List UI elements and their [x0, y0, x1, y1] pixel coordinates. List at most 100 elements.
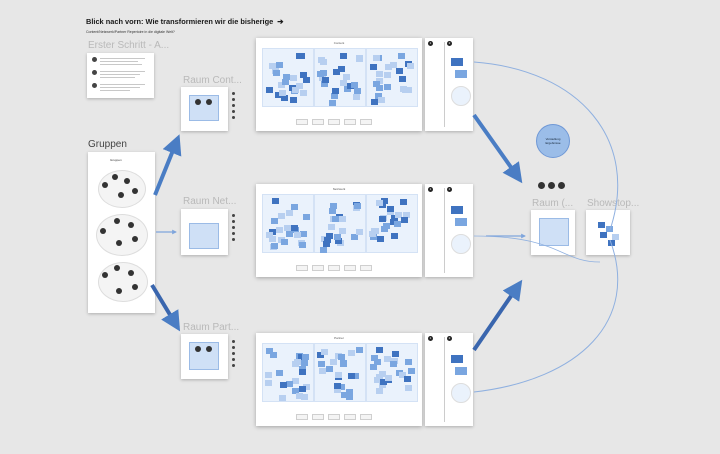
frame-erster-schritt[interactable] [87, 53, 154, 98]
sticky-note[interactable] [340, 53, 347, 59]
toolbar-button[interactable] [360, 414, 372, 420]
sticky-note[interactable] [351, 82, 358, 88]
sticky-note[interactable] [338, 384, 345, 390]
sticky-note[interactable] [398, 53, 405, 59]
sticky-note[interactable] [377, 236, 384, 242]
sticky-note[interactable] [280, 382, 287, 388]
sticky-note[interactable] [387, 206, 394, 212]
sticky-note[interactable] [354, 88, 361, 94]
sticky-note[interactable] [379, 382, 386, 388]
sticky-note[interactable] [292, 87, 299, 93]
sticky-note[interactable] [303, 214, 310, 220]
sticky-note[interactable] [381, 226, 388, 232]
sticky-note[interactable] [381, 198, 388, 204]
sticky-note[interactable] [376, 347, 383, 353]
sticky-note[interactable] [369, 231, 376, 237]
sticky-note[interactable] [281, 95, 288, 101]
toolbar-button[interactable] [360, 265, 372, 271]
sticky-note[interactable] [370, 234, 377, 240]
sticky-note[interactable] [284, 225, 291, 231]
sticky-note[interactable] [335, 372, 342, 378]
sticky-note[interactable] [356, 55, 363, 61]
sticky-note[interactable] [405, 87, 412, 93]
toolbar-button[interactable] [360, 119, 372, 125]
sticky-note[interactable] [371, 355, 378, 361]
sticky-note[interactable] [391, 233, 398, 239]
sticky-note[interactable] [455, 70, 467, 78]
sticky-note[interactable] [374, 359, 381, 365]
sticky-note[interactable] [323, 241, 330, 247]
sticky-note[interactable] [334, 383, 341, 389]
sticky-note[interactable] [321, 349, 328, 355]
sticky-note[interactable] [399, 76, 406, 82]
board-content[interactable]: Content [256, 38, 422, 131]
sticky-note[interactable] [270, 352, 277, 358]
frame-label-gruppen[interactable]: Gruppen [88, 139, 127, 150]
sticky-note[interactable] [340, 80, 347, 86]
sticky-note[interactable] [328, 224, 335, 230]
sticky-note[interactable] [269, 236, 276, 242]
toolbar-button[interactable] [328, 119, 340, 125]
sticky-note[interactable] [356, 229, 363, 235]
sticky-note[interactable] [331, 93, 338, 99]
toolbar-button[interactable] [296, 119, 308, 125]
sticky-note[interactable] [451, 58, 463, 66]
sticky-note[interactable] [606, 226, 613, 232]
group-circle-1[interactable] [98, 170, 146, 208]
toolbar-button[interactable] [328, 265, 340, 271]
sticky-note[interactable] [303, 384, 310, 390]
sticky-note[interactable] [300, 90, 307, 96]
result-badge[interactable]: Vorstellung Ergebnisse [536, 124, 570, 158]
sticky-note[interactable] [334, 234, 341, 240]
sticky-note[interactable] [290, 97, 297, 103]
sticky-note[interactable] [404, 376, 411, 382]
sticky-note[interactable] [383, 223, 390, 229]
sticky-note[interactable] [392, 351, 399, 357]
sticky-note[interactable] [266, 232, 273, 238]
toolbar-button[interactable] [344, 265, 356, 271]
sticky-note[interactable] [354, 203, 361, 209]
sticky-note[interactable] [273, 70, 280, 76]
sticky-note[interactable] [321, 81, 328, 87]
frame-label-raum-right[interactable]: Raum (... [532, 198, 574, 209]
frame-label-raum-partner[interactable]: Raum Part... [183, 322, 240, 333]
sticky-note[interactable] [266, 87, 273, 93]
sticky-note[interactable] [600, 232, 607, 238]
sticky-note[interactable] [330, 359, 337, 365]
sticky-note[interactable] [333, 69, 340, 75]
frame-label-raum-content[interactable]: Raum Cont... [183, 75, 242, 86]
sticky-note[interactable] [395, 212, 402, 218]
sticky-note[interactable] [332, 88, 339, 94]
sticky-note[interactable] [612, 234, 619, 240]
sticky-note[interactable] [399, 372, 406, 378]
board-partner[interactable]: Partner [256, 333, 422, 426]
sticky-note[interactable] [376, 71, 383, 77]
sticky-note[interactable] [320, 59, 327, 65]
sticky-note[interactable] [344, 86, 351, 92]
sticky-note[interactable] [373, 81, 380, 87]
sticky-note[interactable] [276, 62, 283, 68]
sticky-note[interactable] [401, 217, 408, 223]
sticky-note[interactable] [326, 366, 333, 372]
sticky-note[interactable] [278, 213, 285, 219]
sticky-note[interactable] [379, 216, 386, 222]
sticky-note[interactable] [384, 72, 391, 78]
sticky-note[interactable] [376, 85, 383, 91]
frame-label-raum-netzwerk[interactable]: Raum Net... [183, 196, 237, 207]
sticky-note[interactable] [279, 90, 286, 96]
sticky-note[interactable] [375, 93, 382, 99]
sticky-note[interactable] [371, 99, 378, 105]
sticky-note[interactable] [390, 62, 397, 68]
sticky-note[interactable] [301, 394, 308, 400]
toolbar-button[interactable] [296, 414, 308, 420]
sticky-note[interactable] [326, 233, 333, 239]
group-circle-3[interactable] [98, 262, 148, 302]
sticky-note[interactable] [276, 227, 283, 233]
sticky-note[interactable] [346, 394, 353, 400]
sticky-note[interactable] [390, 361, 397, 367]
toolbar-button[interactable] [344, 119, 356, 125]
sticky-note[interactable] [329, 100, 336, 106]
sticky-note[interactable] [298, 354, 305, 360]
sticky-note[interactable] [370, 64, 377, 70]
sticky-note[interactable] [322, 77, 329, 83]
